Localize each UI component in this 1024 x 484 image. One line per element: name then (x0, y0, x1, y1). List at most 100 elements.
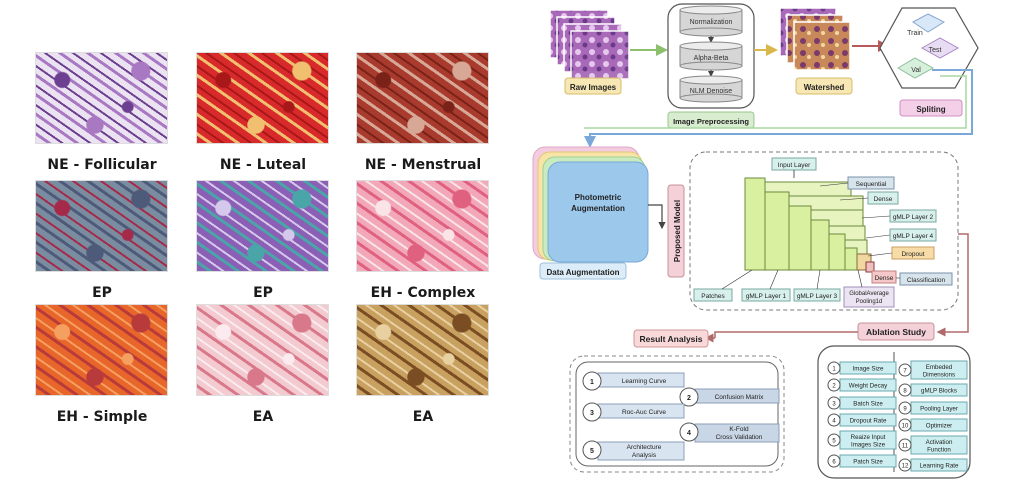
ablation-item-label-2: Function (927, 447, 951, 454)
histology-image (356, 180, 489, 272)
result-analysis-item: 2 Confusion Matrix (679, 387, 780, 407)
gmlp-layer-1-box (741, 288, 791, 302)
data-augmentation-label-box (539, 262, 627, 280)
result-item-number: 2 (687, 395, 691, 402)
ablation-item-label: Batch Size (853, 401, 883, 408)
result-analysis-panel (569, 355, 785, 473)
patches-label: Patches (701, 293, 725, 300)
histology-caption: EH - Simple (56, 409, 148, 425)
result-analysis-item: 1 Learning Curve (582, 371, 685, 391)
alpha-beta-label: Alpha-Beta (694, 55, 729, 62)
histology-caption: NE - Follicular (47, 157, 157, 173)
nlm-denoise-cylinder (679, 75, 743, 103)
histology-caption: NE - Luteal (219, 157, 307, 173)
gmlp-layer-2-label: gMLP Layer 2 (893, 214, 934, 221)
ablation-item-number: 9 (903, 407, 907, 413)
dense2-box (871, 270, 897, 284)
gmlp-layer-4-label: gMLP Layer 4 (893, 233, 934, 240)
histology-caption: EA (412, 409, 434, 425)
train-shape (912, 13, 946, 33)
classification-box (899, 272, 953, 286)
watershed-stack (779, 7, 851, 71)
ablation-item-number: 5 (832, 439, 836, 445)
histology-image (35, 304, 168, 396)
histology-caption: NE - Menstrual (364, 157, 482, 173)
result-item-label: Confusion Matrix (715, 394, 765, 401)
model-blocks (744, 177, 875, 273)
histology-image (196, 180, 329, 272)
global-avg-box (843, 286, 895, 308)
photometric-label-1: Photometric (575, 193, 622, 202)
ablation-item-label: Learning Rate (920, 463, 959, 470)
ablation-item-label-2: Dimensions (923, 372, 955, 379)
ablation-item-label: gMLP Blocks (921, 388, 957, 395)
arrow-model-to-ablation (936, 233, 969, 337)
ablation-item-label-2: Images Size (851, 442, 886, 449)
patches-box (693, 288, 733, 302)
result-item-number: 4 (687, 430, 691, 437)
augmentation-layers (532, 146, 649, 263)
nlm-denoise-label: NLM Denoise (690, 88, 733, 95)
input-layer-label: Input Layer (778, 162, 811, 169)
result-item-label: Roc-Auc Curve (622, 409, 666, 416)
val-label: Val (911, 67, 921, 74)
ablation-item-label: Pooling Layer (920, 406, 958, 413)
arrow-ablation-to-result (714, 331, 858, 338)
val-shape (897, 57, 935, 79)
gmlp-layer-3-label: gMLP Layer 3 (797, 293, 838, 300)
gmlp-layer-1-label: gMLP Layer 1 (746, 293, 787, 300)
sequential-label: Sequential (856, 181, 887, 188)
proposed-model-label: Proposed Model (673, 200, 682, 262)
ablation-item-label: Weight Decay (849, 383, 888, 390)
raw-images-stack (549, 9, 630, 80)
splitting-label: Spliting (916, 105, 945, 114)
ablation-item-number: 12 (902, 464, 909, 470)
result-item-label-2: Cross Validation (716, 434, 763, 441)
splitting-label-box (899, 99, 963, 117)
normalization-label: Normalization (690, 19, 733, 26)
ablation-item: 10 Optimizer (898, 418, 968, 432)
histology-caption: EP (253, 285, 273, 301)
train-label: Train (907, 30, 923, 37)
alpha-beta-cylinder (679, 41, 743, 71)
histology-image (356, 304, 489, 396)
ablation-item-label: Patch Size (853, 459, 883, 466)
arrow-split-to-augmentation (584, 69, 973, 148)
result-item-number: 1 (590, 379, 594, 386)
ablation-item: 12 Learning Rate (898, 458, 968, 472)
result-item-label: Architecture (627, 444, 662, 451)
ablation-item-label: Optimizer (926, 423, 952, 430)
result-item-label: K-Fold (729, 426, 749, 433)
dropout-label: Dropout (901, 251, 924, 258)
photometric-label-2: Augmentation (571, 204, 625, 213)
ablation-item-number: 10 (902, 424, 909, 430)
ablation-item-label: Activation (926, 439, 953, 446)
result-item-label: Learning Curve (622, 378, 667, 385)
ablation-item-number: 11 (902, 444, 909, 450)
histology-image (356, 52, 489, 144)
histology-image (35, 180, 168, 272)
data-augmentation-label: Data Augmentation (546, 268, 619, 277)
normalization-cylinder (679, 5, 743, 37)
watershed-label-box (795, 77, 853, 95)
dense2-label: Dense (875, 275, 894, 282)
histology-image (196, 304, 329, 396)
global-avg-label-1: GlobalAverage (849, 291, 889, 297)
ablation-study-label: Ablation Study (866, 327, 926, 337)
histology-caption: EP (92, 285, 112, 301)
